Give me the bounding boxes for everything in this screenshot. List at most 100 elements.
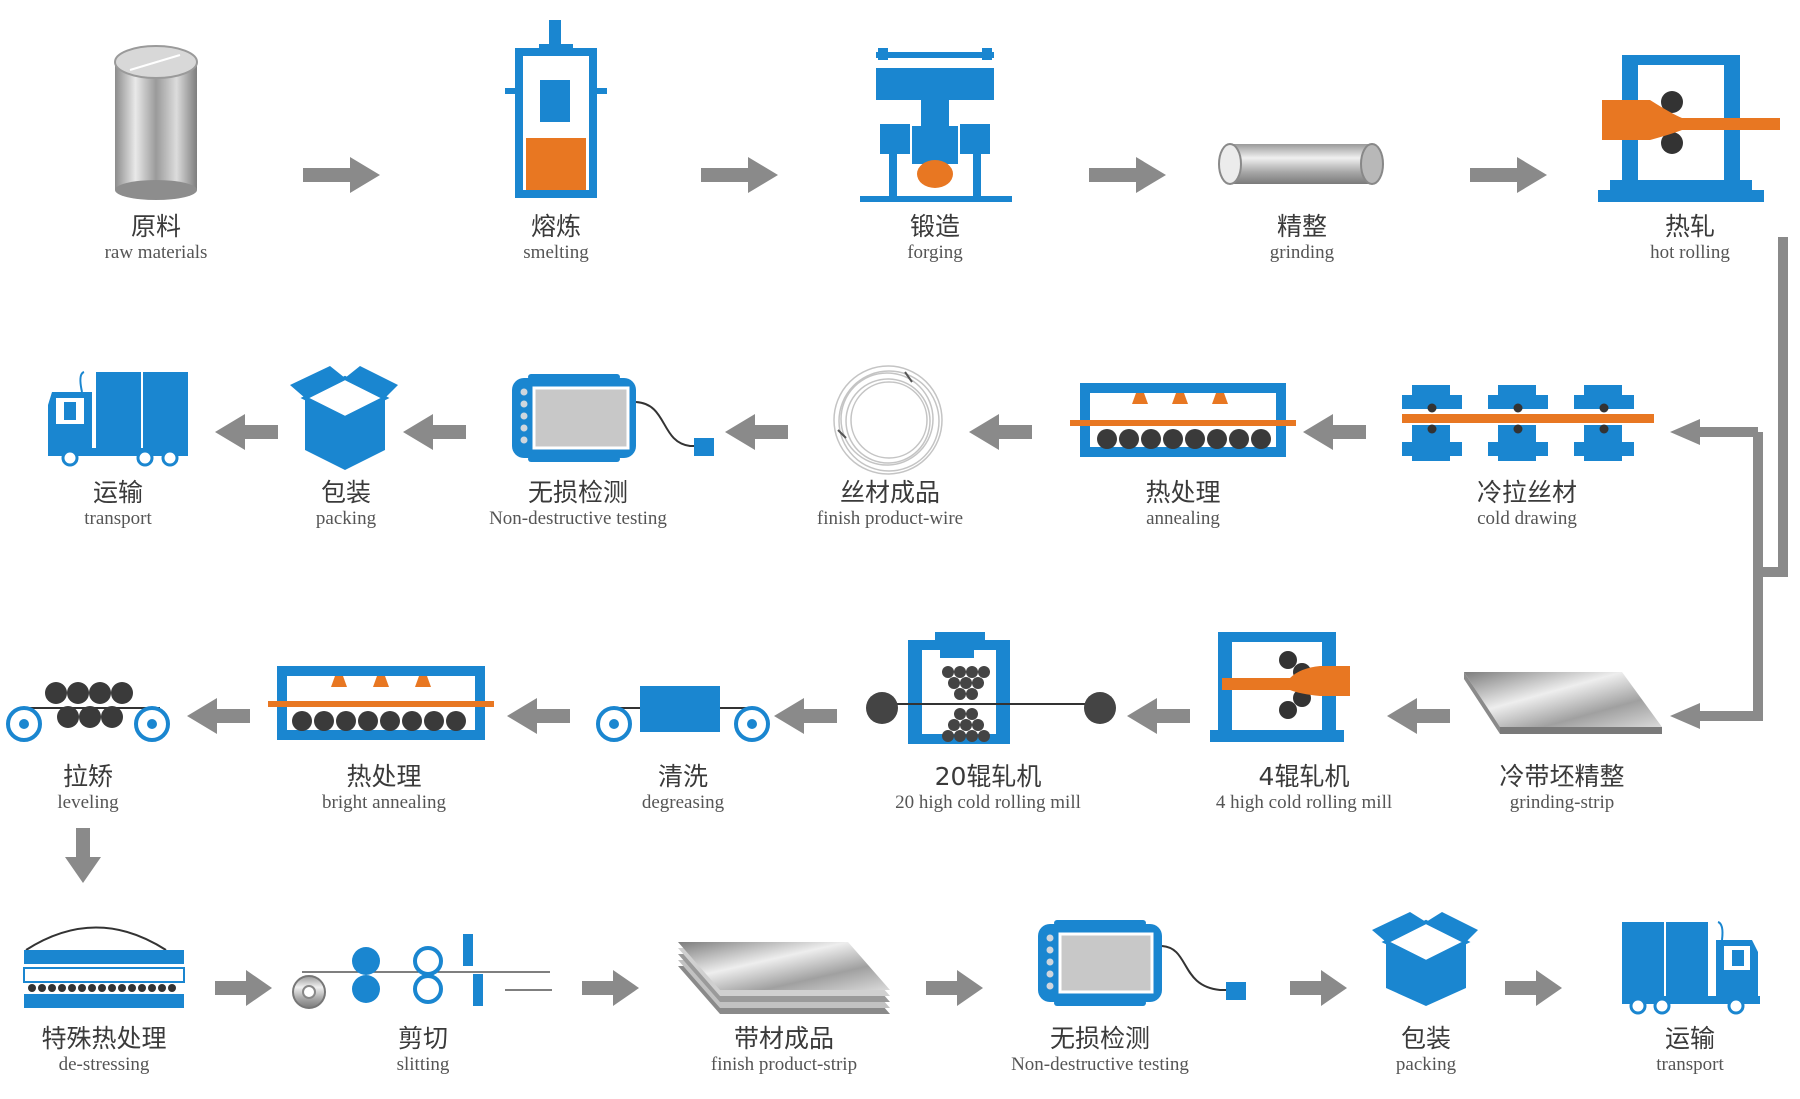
box-icon [1372,912,1478,1006]
step-label-zh: 冷拉丝材 [1476,478,1577,507]
step-label-zh: 清洗 [657,762,708,791]
step-label-zh: 运输 [1664,1024,1715,1053]
arrow-right [1290,970,1347,1006]
arrow-right [1470,157,1547,193]
step-hot-rolling: 热轧 hot rolling [1560,212,1800,264]
arrow-left [507,698,570,734]
step-label-en: transport [84,508,152,529]
arrow-right [1089,157,1166,193]
step-label-zh: 热处理 [346,762,422,791]
step-label-zh: 冷带坯精整 [1499,762,1625,791]
step-4-high-mill: 4辊轧机 4 high cold rolling mill [1174,762,1434,814]
step-label-zh: 特殊热处理 [41,1024,167,1053]
arrow-down [65,828,101,883]
arrow-left [1670,419,1700,445]
arrow-left [1670,703,1700,729]
step-annealing: 热处理 annealing [1053,478,1313,530]
destressing-furnace-icon [23,926,185,1008]
slitter-icon [292,934,552,1009]
step-de-stressing: 特殊热处理 de-stressing [0,1024,234,1076]
step-label-zh: 带材成品 [733,1024,834,1053]
step-packing-strip: 包装 packing [1296,1024,1556,1076]
flow-arrows [65,157,1562,1006]
step-bright-annealing: 热处理 bright annealing [254,762,514,814]
step-ndt: 无损检测 Non-destructive testing [448,478,708,530]
step-label-en: cold drawing [1477,508,1577,529]
flaw-detector-icon [1038,920,1246,1006]
step-label-en: annealing [1146,508,1220,529]
step-label-en: finish product-strip [710,1054,858,1075]
wire-coil-icon [833,365,943,475]
step-label-zh: 剪切 [397,1024,448,1053]
step-packing: 包装 packing [216,478,476,530]
bright-annealing-furnace-icon [268,666,494,740]
arrow-left [1303,414,1366,450]
step-label-en: forging [907,242,963,263]
step-label-zh: 锻造 [909,212,960,241]
step-label-en: Non-destructive testing [1011,1054,1189,1075]
twenty-high-mill-icon [866,632,1116,744]
step-label-en: grinding-strip [1509,792,1615,813]
arrow-left [215,414,278,450]
hot-rolling-mill-icon [1598,55,1780,202]
arrow-left [774,698,837,734]
step-raw-materials: 原料 raw materials [26,212,286,264]
step-label-en: finish product-wire [816,508,964,529]
step-degreasing: 清洗 degreasing [553,762,813,814]
arrow-right [303,157,380,193]
step-forging: 锻造 forging [805,212,1065,264]
step-label-en: slitting [396,1054,450,1075]
truck-icon [48,371,188,467]
degreasing-tank-icon [596,686,770,742]
step-label-en: Non-destructive testing [489,508,667,529]
truck-icon [1622,921,1760,1015]
step-label-zh: 原料 [130,212,181,241]
leveler-icon [6,682,170,742]
step-20-high-mill: 20辊轧机 20 high cold rolling mill [858,762,1118,814]
step-label-en: smelting [523,242,589,263]
furnace-icon [505,20,607,198]
step-label-zh: 拉矫 [62,762,113,791]
arrow-right [701,157,778,193]
step-label-zh: 无损检测 [1049,1024,1150,1053]
step-label-zh: 无损检测 [527,478,628,507]
step-label-zh: 20辊轧机 [934,762,1042,791]
arrow-left [1127,698,1190,734]
step-label-en: packing [1395,1054,1457,1075]
step-label-en: grinding [1269,242,1335,263]
strip-stack-icon [678,942,890,1014]
step-label-en: hot rolling [1650,242,1730,263]
step-cold-drawing: 冷拉丝材 cold drawing [1397,478,1657,530]
step-label-zh: 熔炼 [530,212,581,241]
four-high-mill-icon [1210,632,1350,742]
step-label-zh: 包装 [320,478,371,507]
step-label-en: leveling [57,792,119,813]
step-label-en: degreasing [641,792,725,813]
box-icon [290,366,398,470]
step-label-en: bright annealing [322,792,446,813]
step-transport-strip: 运输 transport [1560,1024,1800,1076]
steel-plate-icon [1464,672,1662,734]
arrow-left [1387,698,1450,734]
step-label-zh: 包装 [1400,1024,1451,1053]
step-label-zh: 4辊轧机 [1258,762,1350,791]
step-transport: 运输 transport [0,478,248,530]
step-label-zh: 运输 [92,478,143,507]
step-label-en: de-stressing [58,1054,150,1075]
step-label-en: 4 high cold rolling mill [1215,792,1393,813]
step-finish-wire: 丝材成品 finish product-wire [760,478,1020,530]
step-label-en: 20 high cold rolling mill [895,792,1081,813]
step-label-en: raw materials [104,242,208,263]
step-label-zh: 精整 [1276,212,1327,241]
step-label-en: transport [1656,1054,1724,1075]
step-label-zh: 热轧 [1664,212,1715,241]
step-ndt-strip: 无损检测 Non-destructive testing [970,1024,1230,1076]
wire-drawing-icon [1402,385,1654,461]
step-slitting: 剪切 slitting [293,1024,553,1076]
flaw-detector-icon [512,374,714,462]
steel-billet-icon [114,45,198,200]
arrow-left [403,414,466,450]
annealing-furnace-icon [1070,383,1296,457]
arrow-right [215,970,272,1006]
